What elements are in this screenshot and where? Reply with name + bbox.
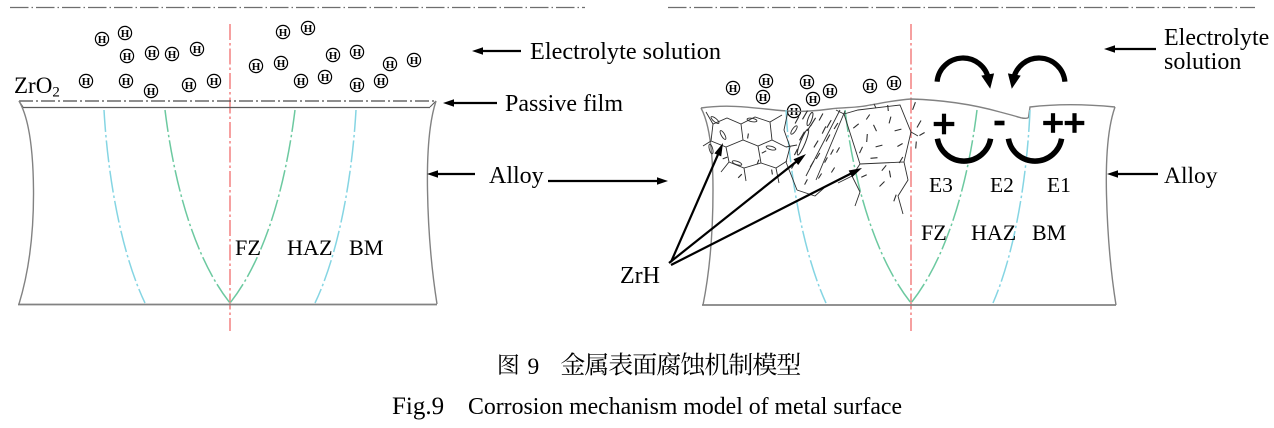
svg-text:H: H <box>147 86 156 98</box>
svg-text:Electrolyte solution: Electrolyte solution <box>530 38 721 65</box>
svg-text:H: H <box>277 58 286 70</box>
svg-text:E3: E3 <box>929 173 953 197</box>
svg-text:E2: E2 <box>990 173 1014 197</box>
svg-text:H: H <box>803 77 812 89</box>
svg-text:H: H <box>210 76 219 88</box>
svg-text:H: H <box>890 78 899 90</box>
svg-text:H: H <box>123 51 132 63</box>
svg-text:9: 9 <box>528 354 540 380</box>
svg-text:BM: BM <box>349 235 384 260</box>
svg-text:Electrolyte: Electrolyte <box>1164 25 1269 51</box>
svg-text:H: H <box>98 34 107 46</box>
svg-text:H: H <box>82 76 91 88</box>
svg-text:H: H <box>826 86 835 98</box>
svg-text:Alloy: Alloy <box>1164 163 1218 189</box>
svg-text:H: H <box>353 80 362 92</box>
svg-text:FZ: FZ <box>235 235 261 260</box>
svg-text:Fig.9: Fig.9 <box>392 393 444 420</box>
svg-text:H: H <box>410 55 419 67</box>
svg-text:H: H <box>329 50 338 62</box>
svg-text:H: H <box>252 61 261 73</box>
svg-text:H: H <box>759 92 768 104</box>
svg-text:H: H <box>304 23 313 35</box>
svg-text:H: H <box>729 83 738 95</box>
svg-text:H: H <box>193 44 202 56</box>
svg-text:H: H <box>809 94 818 106</box>
svg-text:BM: BM <box>1032 220 1066 245</box>
svg-text:H: H <box>866 81 875 93</box>
svg-text:E1: E1 <box>1047 173 1071 197</box>
svg-text:Corrosion mechanism model of m: Corrosion mechanism model of metal surfa… <box>468 394 902 420</box>
svg-text:FZ: FZ <box>921 220 947 245</box>
svg-text:H: H <box>168 49 177 61</box>
svg-text:H: H <box>321 72 330 84</box>
svg-text:H: H <box>121 28 130 40</box>
svg-text:H: H <box>377 76 386 88</box>
svg-text:HAZ: HAZ <box>287 235 333 260</box>
svg-text:H: H <box>297 76 306 88</box>
svg-text:H: H <box>353 47 362 59</box>
svg-text:Passive film: Passive film <box>505 90 623 117</box>
svg-text:H: H <box>122 76 131 88</box>
svg-text:H: H <box>762 76 771 88</box>
svg-text:H: H <box>386 59 395 71</box>
svg-text:ZrH: ZrH <box>620 263 660 289</box>
svg-text:H: H <box>148 48 157 60</box>
svg-text:H: H <box>279 27 288 39</box>
svg-text:ZrO2: ZrO2 <box>14 73 60 101</box>
svg-text:Alloy: Alloy <box>489 163 544 189</box>
svg-text:solution: solution <box>1164 49 1241 75</box>
svg-text:HAZ: HAZ <box>971 220 1016 245</box>
svg-text:H: H <box>185 80 194 92</box>
